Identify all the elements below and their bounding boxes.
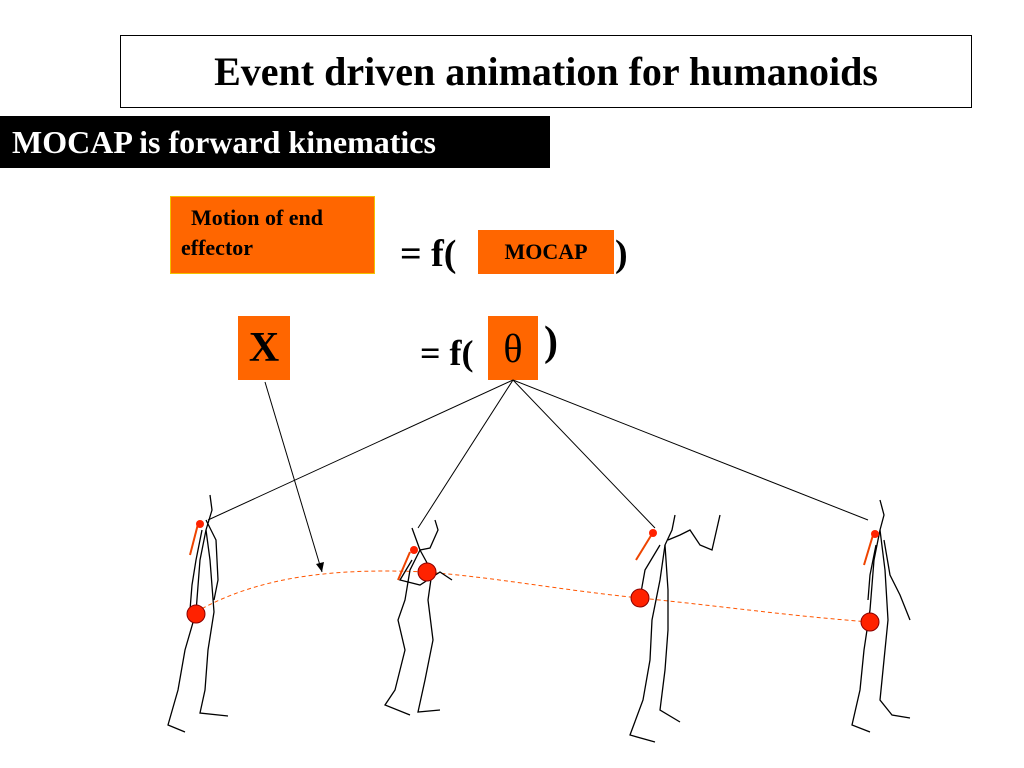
equation1-function: = f( — [400, 233, 457, 275]
joint-marker — [410, 546, 418, 554]
end-effector-label-line1: Motion of end — [191, 205, 323, 230]
figure-pose-2 — [384, 519, 453, 716]
theta-box: θ — [488, 316, 538, 380]
joint-marker — [649, 529, 657, 537]
arrow-head-icon — [316, 562, 324, 572]
end-effector-marker — [417, 562, 437, 582]
mocap-box: MOCAP — [478, 230, 614, 274]
theta-connectors — [207, 379, 869, 529]
limb-highlight — [863, 534, 874, 566]
connector-line — [207, 379, 514, 521]
end-effector-label-line2: effector — [181, 235, 254, 260]
end-effector-trajectory — [195, 570, 871, 623]
limb-highlight — [635, 533, 653, 561]
end-effector-marker — [186, 604, 206, 624]
equation1-close-paren: ) — [615, 233, 628, 275]
end-effector-box: Motion of end effector — [170, 196, 375, 274]
slide-title: Event driven animation for humanoids — [120, 35, 972, 108]
end-effector-marker — [630, 588, 650, 608]
joint-marker — [196, 520, 204, 528]
x-arrow — [264, 381, 323, 573]
connector-line — [417, 379, 514, 529]
connector-line — [512, 379, 869, 521]
limb-highlight — [397, 551, 411, 581]
limb-highlight — [189, 523, 199, 556]
equation2-function: = f( — [420, 333, 474, 373]
equation2-close-paren: ) — [544, 319, 558, 365]
connector-line — [512, 379, 656, 529]
figure-pose-4 — [851, 499, 911, 733]
end-effector-marker — [860, 612, 880, 632]
slide-subtitle: MOCAP is forward kinematics — [0, 116, 550, 168]
joint-marker — [871, 530, 879, 538]
x-variable-box: X — [238, 316, 290, 380]
